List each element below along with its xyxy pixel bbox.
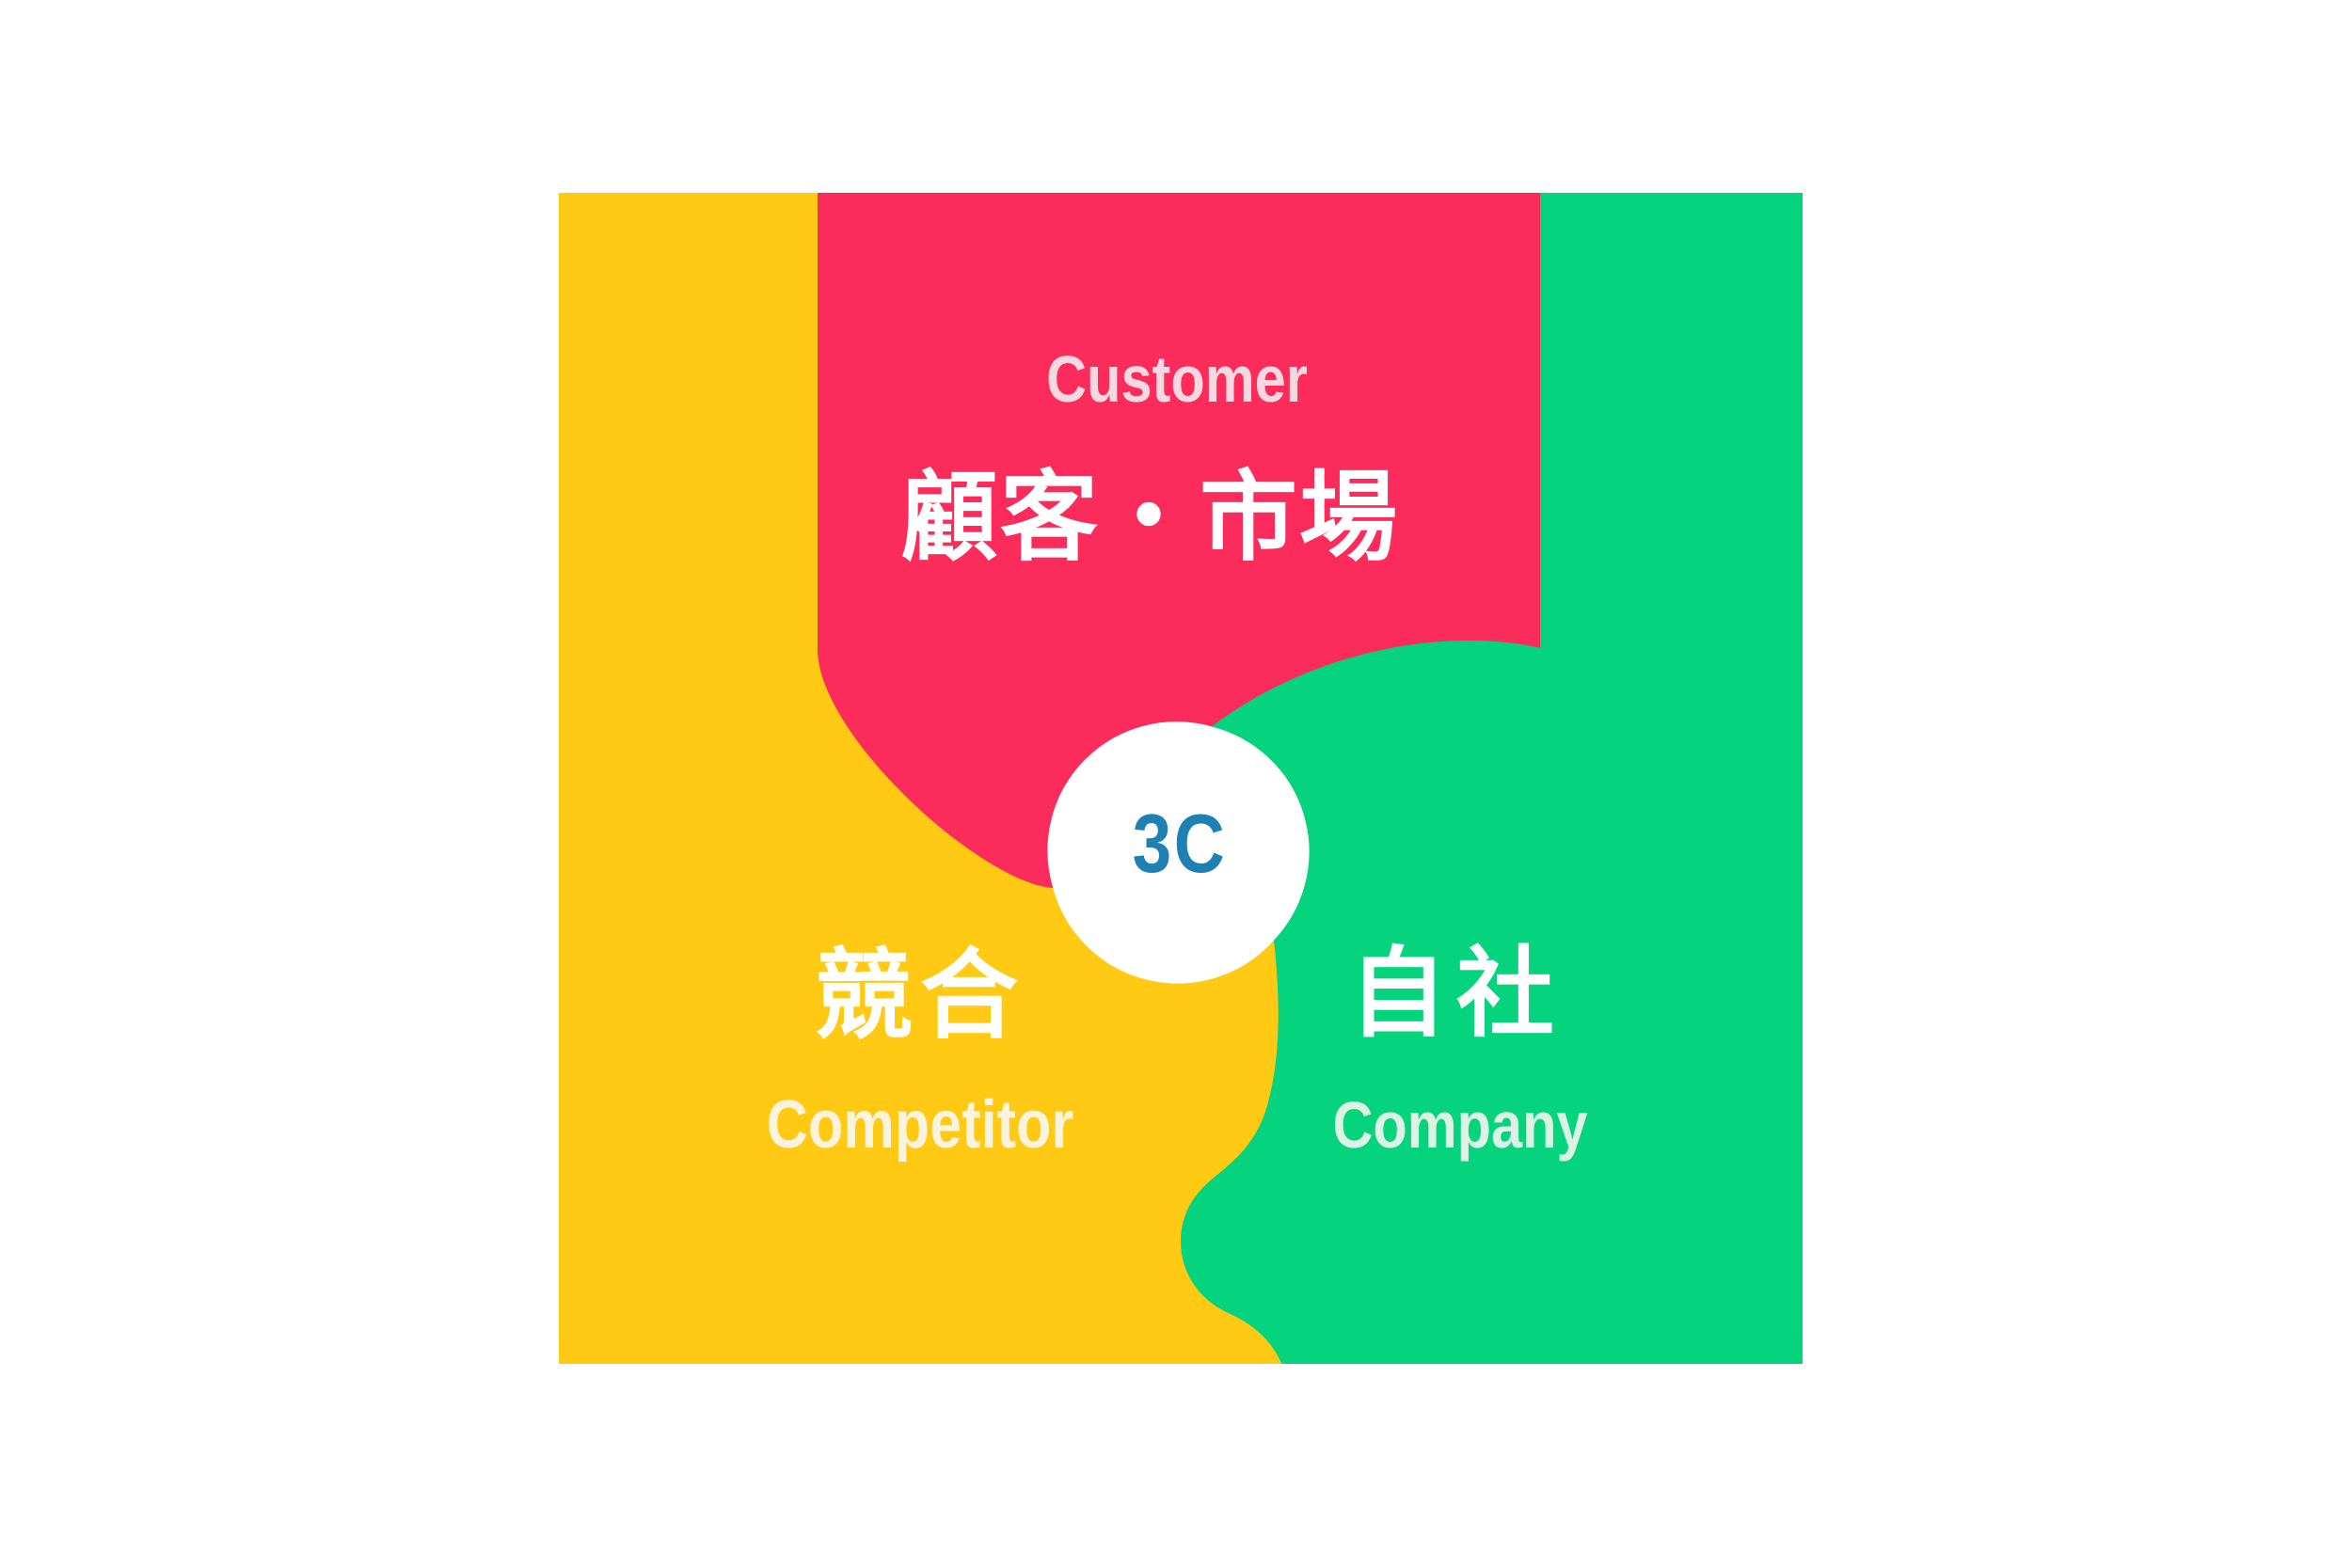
competitor-label-ja: 競合 (814, 942, 1026, 1051)
competitor-label-en: Competitor (766, 1087, 1074, 1163)
company-label-ja: 自社 (1348, 940, 1565, 1049)
customer-label-en: Customer (1046, 342, 1308, 416)
customer-label-ja: 顧客・市場 (899, 464, 1400, 573)
center-circle (1048, 722, 1308, 982)
company-region-shape (1180, 193, 1803, 1364)
company-label-en: Company (1332, 1088, 1588, 1162)
center-3c-label: 3C (1132, 797, 1228, 890)
